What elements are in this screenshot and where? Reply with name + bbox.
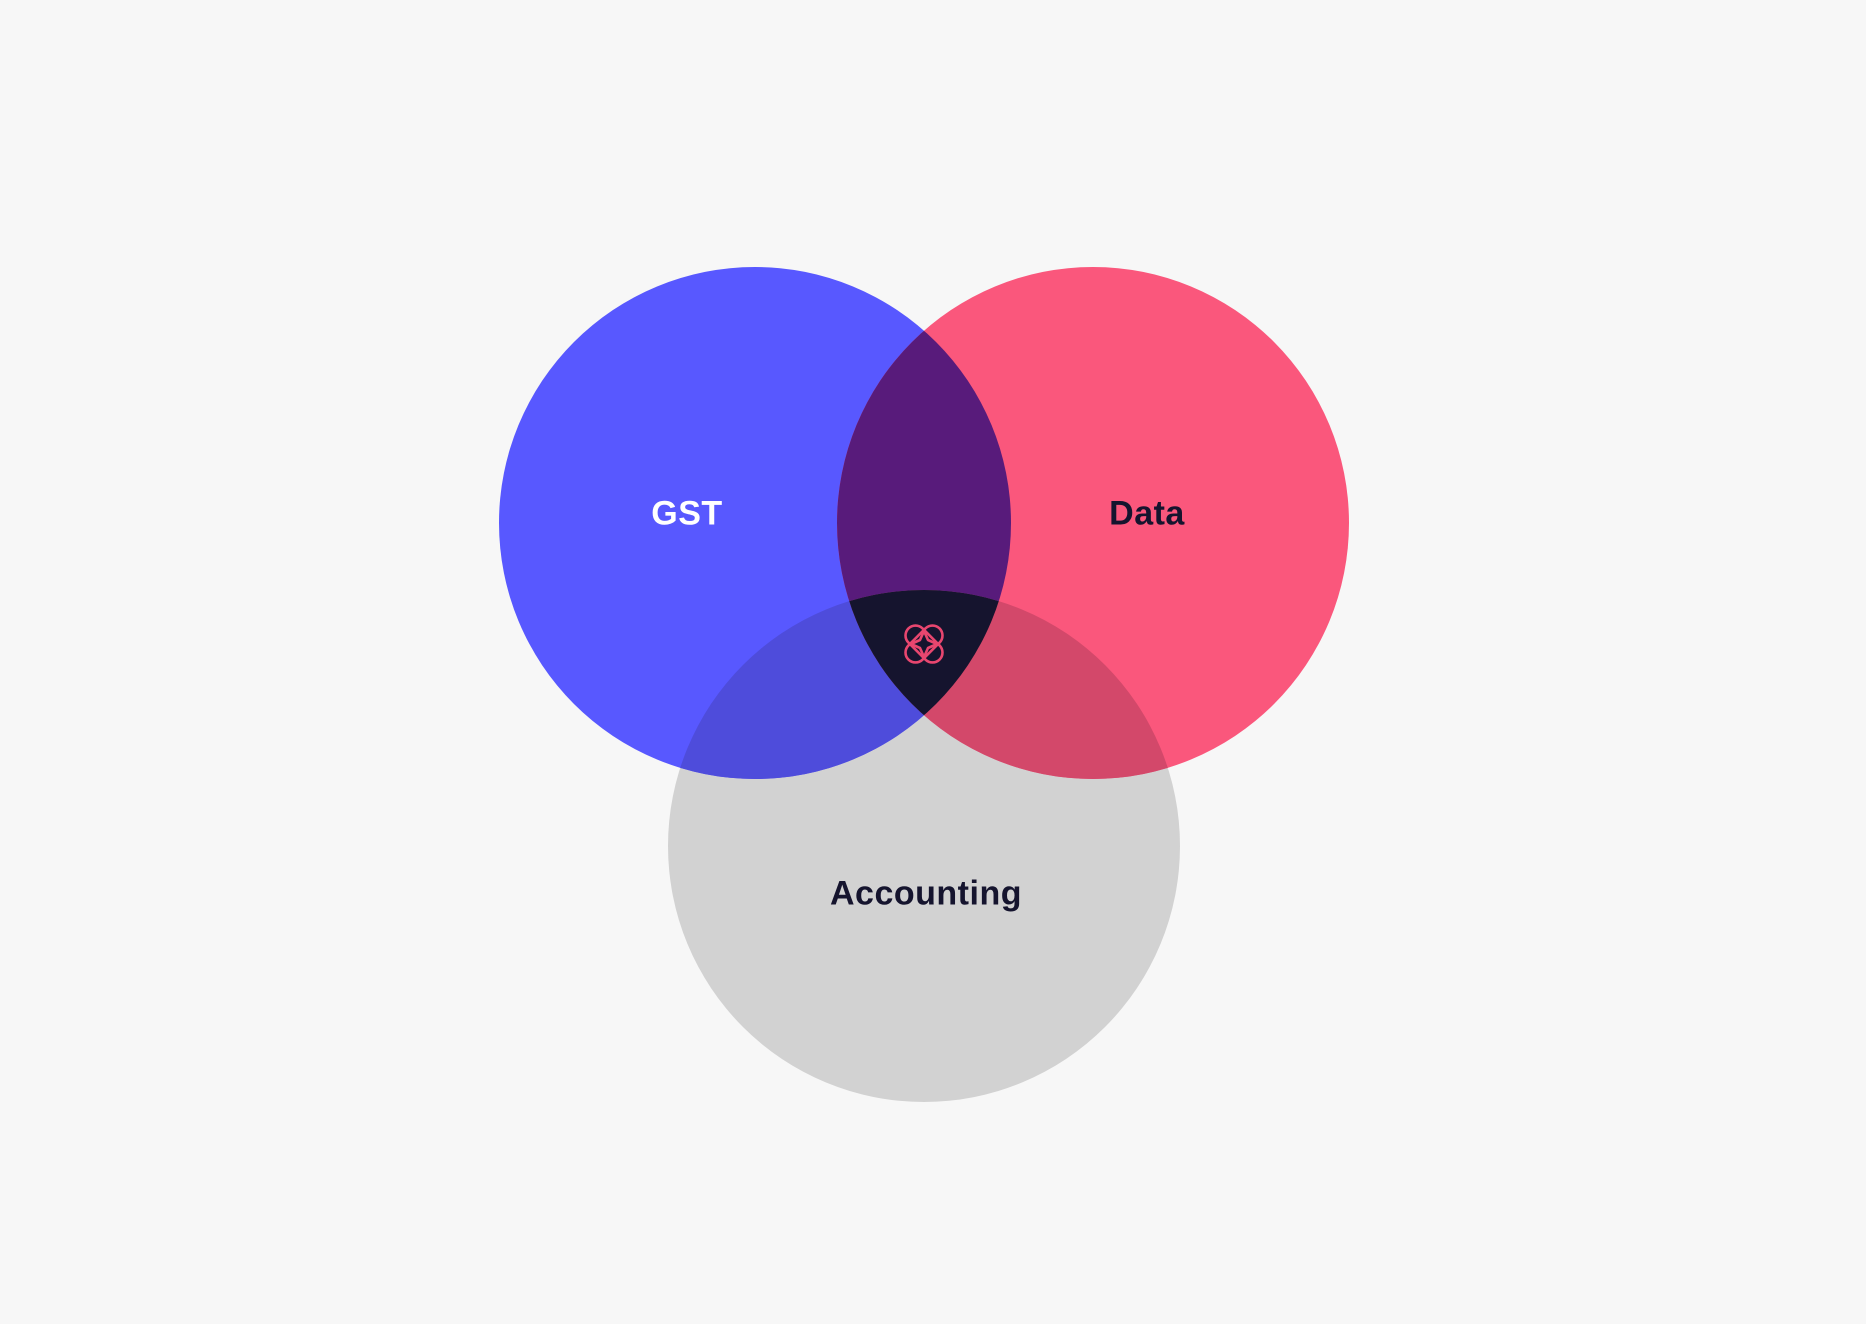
label-data: Data xyxy=(1109,494,1185,533)
label-accounting: Accounting xyxy=(830,874,1022,913)
label-gst: GST xyxy=(651,494,723,533)
brand-logo-icon xyxy=(904,624,944,664)
overlap-gst-accounting xyxy=(668,590,1011,779)
overlap-data-accounting xyxy=(837,590,1180,779)
